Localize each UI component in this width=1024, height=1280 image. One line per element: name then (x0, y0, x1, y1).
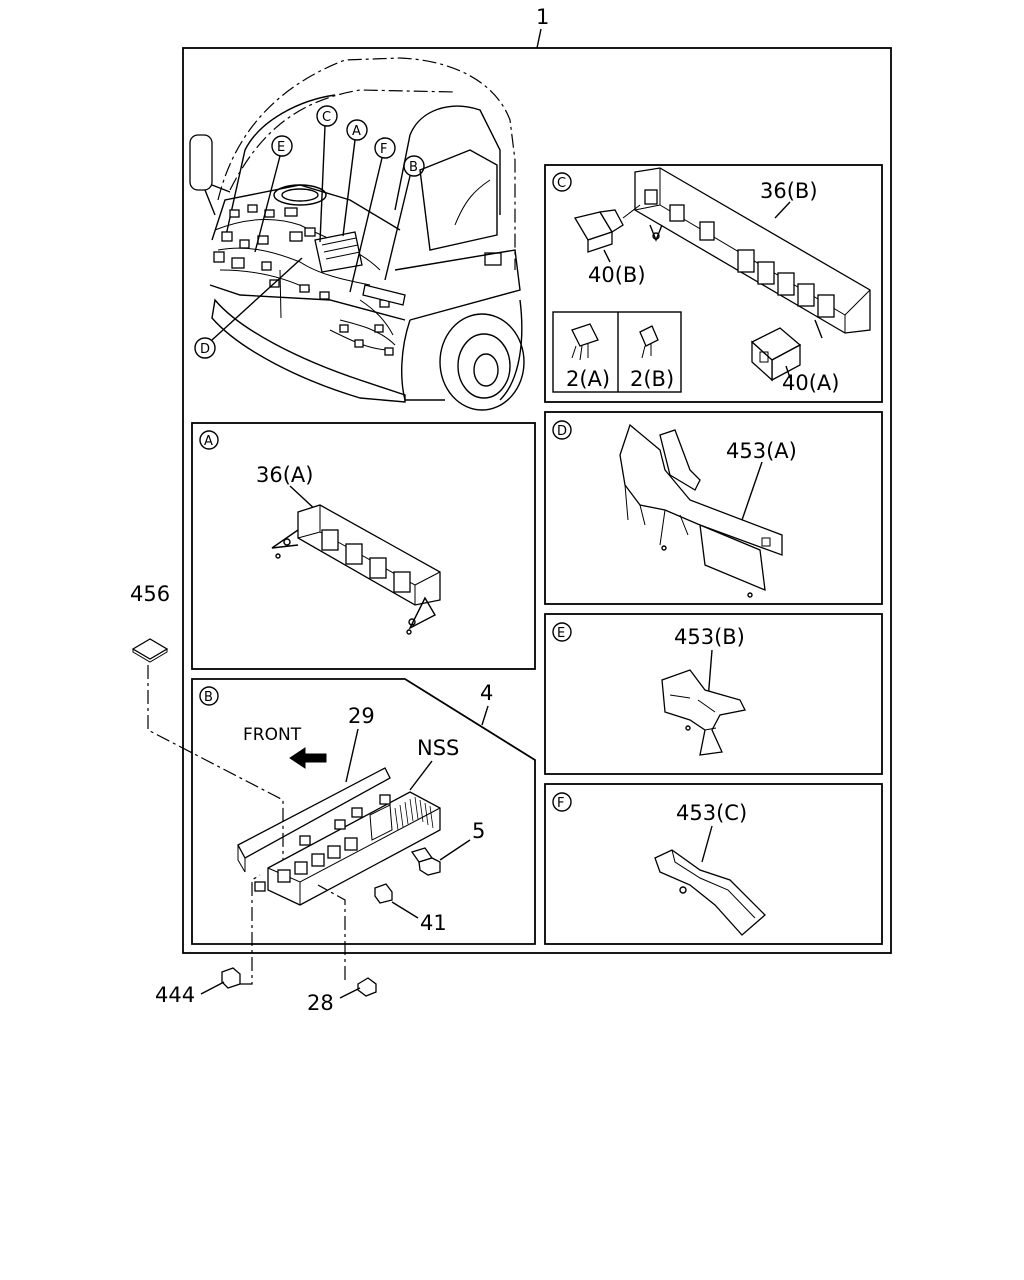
detail-f-panel: F 453(C) (544, 783, 883, 945)
svg-text:D: D (557, 424, 567, 439)
label-453c: 453(C) (676, 801, 747, 825)
truck-cab-illustration (189, 57, 525, 411)
label-nss: NSS (417, 736, 459, 760)
detail-b-panel: B 4 FRONT 29 NSS (191, 678, 536, 945)
detail-a-panel: A 36(A) (191, 422, 536, 670)
detail-c-panel: C 36(B) 40(B) 40(A) (544, 164, 883, 403)
svg-text:B: B (204, 690, 213, 705)
svg-text:F: F (557, 796, 564, 811)
svg-text:A: A (204, 434, 213, 449)
label-29: 29 (348, 704, 375, 728)
label-5: 5 (472, 819, 485, 843)
label-40b: 40(B) (588, 263, 646, 287)
label-2a: 2(A) (566, 367, 610, 391)
label-41: 41 (420, 911, 447, 935)
svg-text:B: B (409, 160, 418, 175)
label-4: 4 (480, 681, 493, 705)
label-453a: 453(A) (726, 439, 797, 463)
front-arrow-icon (289, 747, 327, 769)
label-2b: 2(B) (630, 367, 674, 391)
label-28: 28 (307, 991, 334, 1015)
label-453b: 453(B) (674, 625, 745, 649)
svg-text:F: F (380, 142, 387, 157)
detail-d-panel: D 453(A) (544, 411, 883, 605)
svg-text:C: C (322, 110, 331, 125)
label-1: 1 (536, 5, 549, 29)
svg-text:A: A (352, 124, 361, 139)
svg-text:E: E (277, 140, 285, 155)
svg-text:D: D (200, 342, 210, 357)
cab-callouts: C A F B E D (194, 105, 425, 359)
svg-text:C: C (557, 176, 566, 191)
clip-444 (221, 967, 241, 989)
label-36a: 36(A) (256, 463, 313, 487)
bolt-28 (357, 977, 377, 997)
label-444: 444 (155, 983, 195, 1007)
label-456: 456 (130, 582, 170, 606)
detail-e-panel: E 453(B) (544, 613, 883, 775)
label-36b: 36(B) (760, 179, 818, 203)
svg-text:E: E (557, 626, 565, 641)
pad-456 (131, 638, 169, 660)
label-front: FRONT (243, 725, 302, 745)
label-40a: 40(A) (782, 371, 839, 395)
